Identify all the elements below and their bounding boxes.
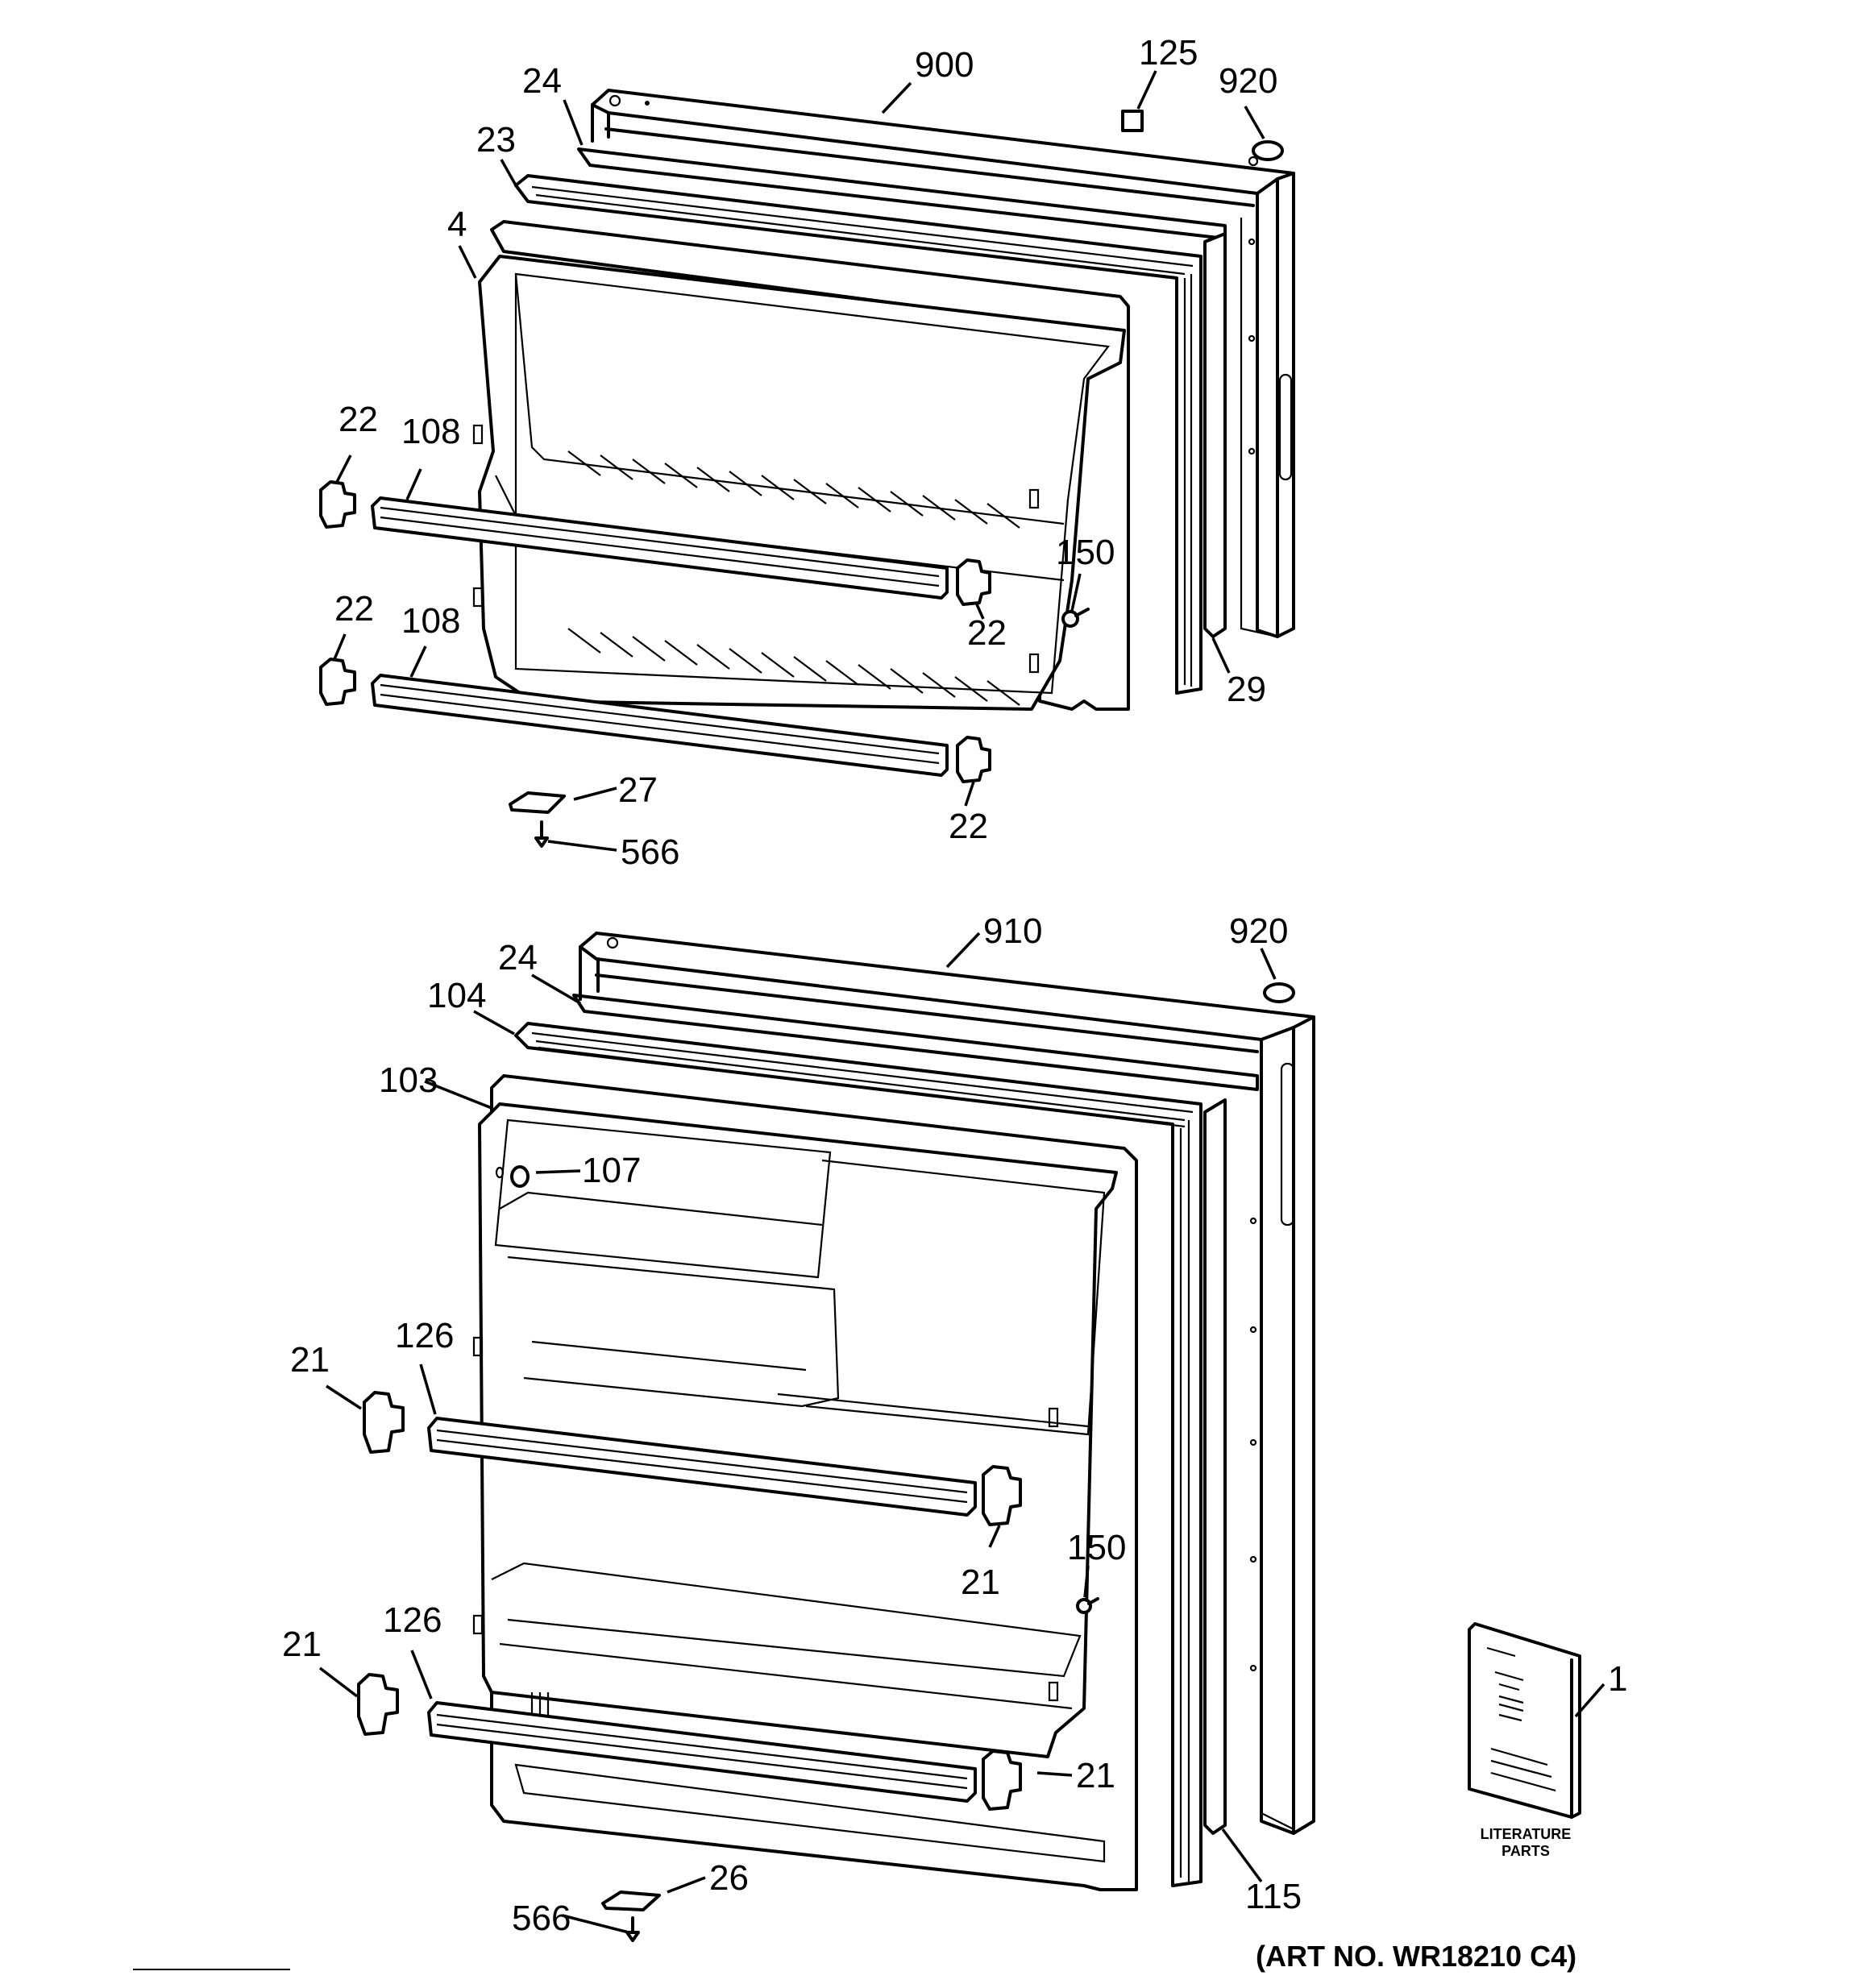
literature-booklet[interactable]	[1468, 1622, 1581, 1819]
plug-125[interactable]	[1121, 110, 1144, 132]
hinge-screw-566-lower[interactable]	[625, 1916, 640, 1942]
callout-920: 920	[1219, 61, 1277, 101]
callout-21: 21	[961, 1563, 1000, 1602]
hinge-bushing-920-lower[interactable]	[1263, 982, 1295, 1003]
fresh-food-gasket[interactable]	[514, 1022, 1202, 1887]
art-number-caption: (ART NO. WR18210 C4)	[1256, 1940, 1576, 1973]
freezer-end-cap-right-lower[interactable]	[956, 736, 991, 783]
fresh-food-trim-strip[interactable]	[572, 994, 1259, 1091]
fresh-food-door-stop-strip[interactable]	[1203, 1098, 1227, 1835]
callout-126: 126	[383, 1600, 442, 1640]
callout-125: 125	[1139, 33, 1198, 73]
fresh-food-end-cap-right-upper[interactable]	[982, 1465, 1022, 1526]
hinge-plate-26[interactable]	[601, 1890, 661, 1911]
callout-22: 22	[334, 589, 374, 629]
callout-920: 920	[1229, 911, 1288, 951]
freezer-gasket[interactable]	[514, 174, 1202, 695]
fresh-food-end-cap-left-upper[interactable]	[363, 1391, 405, 1454]
callout-104: 104	[427, 976, 486, 1015]
hinge-screw-566-upper[interactable]	[534, 820, 549, 848]
freezer-liner-ribs	[567, 450, 1020, 706]
callout-150: 150	[1056, 533, 1115, 572]
callout-21: 21	[290, 1340, 330, 1380]
literature-label: LITERATURE	[1481, 1826, 1572, 1842]
fresh-food-shelf-bar-lower[interactable]	[427, 1701, 977, 1803]
fresh-food-door-outer-shell[interactable]	[579, 932, 1315, 1835]
callout-910: 910	[983, 911, 1042, 951]
fresh-food-callout-labels: 910 920 24 104 103 107 21 126 21 150 21 …	[282, 911, 1627, 1938]
callout-21: 21	[282, 1625, 322, 1664]
callout-4: 4	[447, 205, 467, 244]
callout-29: 29	[1227, 670, 1266, 709]
callout-566: 566	[621, 832, 679, 872]
callout-22: 22	[967, 613, 1007, 653]
button-107[interactable]	[495, 1165, 530, 1188]
callout-566: 566	[512, 1899, 571, 1938]
callout-22: 22	[949, 807, 988, 846]
freezer-leader-lines	[333, 70, 1265, 852]
freezer-end-cap-left-lower[interactable]	[319, 658, 356, 706]
fresh-food-leader-lines	[318, 932, 1605, 1934]
callout-24: 24	[522, 61, 562, 101]
callout-27: 27	[618, 770, 658, 810]
hinge-bushing-920-upper[interactable]	[1252, 140, 1284, 161]
freezer-shelf-bar-lower[interactable]	[371, 674, 949, 777]
freezer-callout-labels: 900 125 920 24 23 4 22 108 22 150 29 22 …	[334, 33, 1277, 872]
freezer-end-cap-left-upper[interactable]	[319, 480, 356, 529]
callout-24: 24	[498, 938, 538, 977]
callout-1: 1	[1608, 1659, 1627, 1699]
callout-26: 26	[709, 1858, 749, 1898]
callout-22: 22	[339, 400, 378, 439]
callout-21: 21	[1076, 1756, 1115, 1795]
callout-900: 900	[915, 45, 974, 85]
freezer-door-stop-strip[interactable]	[1203, 232, 1227, 638]
screw-150-upper[interactable]	[1061, 608, 1090, 628]
callout-108: 108	[401, 412, 460, 451]
fresh-food-end-cap-left-lower[interactable]	[357, 1673, 399, 1736]
freezer-door-outer-shell[interactable]	[591, 89, 1295, 638]
callout-23: 23	[476, 120, 516, 160]
fresh-food-door-assembly: 910 920 24 104 103 107 21 126 21 150 21 …	[282, 911, 1627, 1942]
freezer-door-liner[interactable]	[472, 220, 1130, 711]
fresh-food-shelf-bar-upper[interactable]	[427, 1417, 977, 1517]
callout-107: 107	[582, 1151, 641, 1190]
fresh-food-end-cap-right-lower[interactable]	[982, 1749, 1022, 1811]
hinge-plate-27[interactable]	[509, 791, 566, 814]
freezer-door-assembly: 900 125 920 24 23 4 22 108 22 150 29 22 …	[319, 33, 1295, 872]
callout-108: 108	[401, 601, 460, 641]
screw-150-lower[interactable]	[1076, 1597, 1099, 1614]
callout-103: 103	[379, 1060, 438, 1100]
freezer-end-cap-right-upper[interactable]	[956, 558, 991, 606]
literature-sublabel: PARTS	[1502, 1843, 1550, 1859]
callout-126: 126	[395, 1316, 454, 1355]
freezer-shelf-bar-upper[interactable]	[371, 496, 949, 600]
callout-150: 150	[1067, 1528, 1126, 1567]
callout-115: 115	[1245, 1877, 1302, 1916]
